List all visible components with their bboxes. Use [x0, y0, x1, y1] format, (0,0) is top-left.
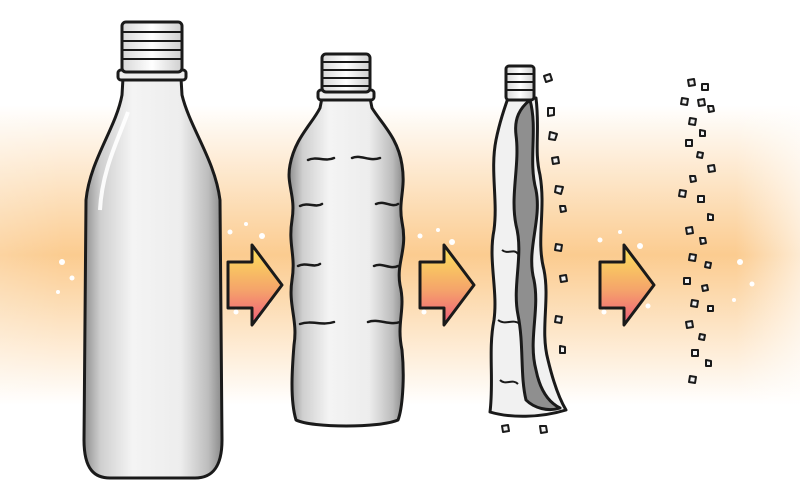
arrow-right-icon — [418, 243, 476, 327]
plastic-fragments-icon — [678, 78, 716, 384]
arrow-right-icon — [598, 243, 656, 327]
arrow-right-icon — [226, 243, 284, 327]
bottle-crumpled-icon — [287, 52, 406, 428]
bottle-compressed-icon — [488, 64, 568, 418]
bottle-intact-icon — [82, 20, 224, 480]
sparkle-dots — [56, 222, 755, 322]
fragment-chips — [501, 73, 568, 434]
